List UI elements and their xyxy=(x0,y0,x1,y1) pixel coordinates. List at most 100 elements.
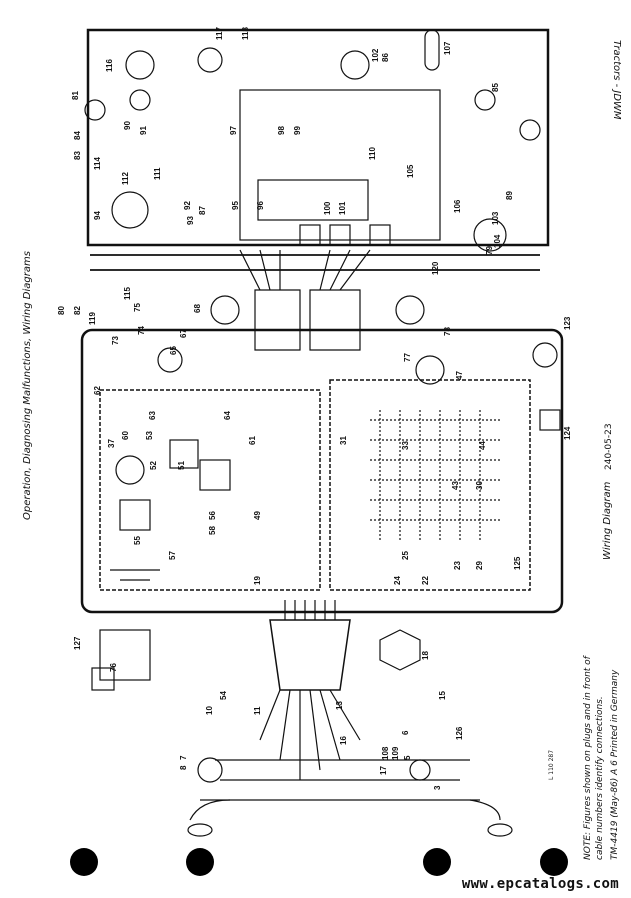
device-100 xyxy=(299,224,321,246)
label-104: 104 xyxy=(493,234,502,248)
label-103: 103 xyxy=(491,211,500,225)
label-125: 125 xyxy=(513,556,522,570)
device-118 xyxy=(111,191,149,229)
label-96: 96 xyxy=(256,201,265,210)
device-79 xyxy=(473,218,507,252)
label-109: 109 xyxy=(391,746,400,760)
label-64: 61 xyxy=(248,436,257,445)
upper-harness-frame xyxy=(86,28,550,247)
label-111: 111 xyxy=(153,167,162,180)
device-85 xyxy=(474,89,496,111)
label-108: 108 xyxy=(381,746,390,760)
relay-row xyxy=(257,179,369,221)
label-85: 85 xyxy=(491,83,500,92)
label-62: 63 xyxy=(148,411,157,420)
label-74: 74 xyxy=(137,326,146,335)
label-14: 13 xyxy=(335,701,344,710)
device-4 xyxy=(409,759,431,781)
label-87: 87 xyxy=(198,206,207,215)
label-12: 11 xyxy=(253,706,262,715)
device-105 xyxy=(369,224,391,246)
device-90 xyxy=(129,89,151,111)
label-88: 89 xyxy=(505,191,514,200)
label-11: 10 xyxy=(205,706,214,715)
label-81: 81 xyxy=(71,91,80,100)
label-86: 86 xyxy=(381,53,390,62)
label-48: 47 xyxy=(455,371,464,380)
right-rear-lamp xyxy=(487,823,513,837)
left-rear-lamp xyxy=(187,823,213,837)
label-100: 100 xyxy=(323,201,332,215)
label-23: 22 xyxy=(421,576,430,585)
label-66: 65 xyxy=(169,346,178,355)
watermark: www.epcatalogs.com xyxy=(461,876,619,892)
label-34: 33 xyxy=(401,441,410,450)
label-38: 37 xyxy=(107,439,116,448)
device-84-right xyxy=(519,119,541,141)
device-53 xyxy=(169,439,199,469)
device-67 xyxy=(157,347,183,373)
label-126: 126 xyxy=(455,726,464,740)
label-44: 43 xyxy=(451,481,460,490)
cab-roof-frame xyxy=(239,89,441,241)
label-106: 106 xyxy=(453,199,462,213)
label-99: 99 xyxy=(293,126,302,135)
label-69: 68 xyxy=(193,304,202,313)
left-console-panel xyxy=(99,389,321,591)
label-120: 120 xyxy=(431,261,440,275)
label-78: 78 xyxy=(443,327,452,336)
main-multiplug xyxy=(269,619,351,691)
label-31: 30 xyxy=(475,481,484,490)
punch-hole-2 xyxy=(186,848,214,876)
device-116 xyxy=(125,50,155,80)
punch-hole-4 xyxy=(540,848,568,876)
label-50: 49 xyxy=(253,511,262,520)
label-110: 110 xyxy=(368,147,377,160)
label-68: 67 xyxy=(179,329,188,338)
label-65: 62 xyxy=(93,386,102,395)
connector-block-right xyxy=(309,289,361,351)
label-117: 117 xyxy=(215,27,224,40)
device-101 xyxy=(329,224,351,246)
label-101: 101 xyxy=(338,201,347,215)
label-107: 107 xyxy=(443,41,452,55)
device-124 xyxy=(539,409,561,431)
device-107 xyxy=(424,29,440,71)
label-58: 57 xyxy=(168,551,177,560)
label-113: 115 xyxy=(123,287,132,300)
device-78 xyxy=(395,295,425,325)
label-7: 6 xyxy=(401,730,410,735)
label-8: 7 xyxy=(179,755,188,760)
label-18: 17 xyxy=(379,766,388,775)
connector-block-left xyxy=(254,289,301,351)
device-69 xyxy=(210,295,240,325)
right-console-panel xyxy=(329,379,531,591)
label-52: 51 xyxy=(177,461,186,470)
label-93: 93 xyxy=(186,216,195,225)
label-25: 24 xyxy=(393,576,402,585)
label-75: 75 xyxy=(133,303,142,312)
label-124: 124 xyxy=(563,426,572,440)
label-112: 112 xyxy=(121,172,130,185)
label-57: 56 xyxy=(208,511,217,520)
label-17: 16 xyxy=(339,736,348,745)
label-95: 95 xyxy=(231,201,240,210)
label-16: 15 xyxy=(438,691,447,700)
label-114: 114 xyxy=(93,157,102,170)
punch-hole-1 xyxy=(70,848,98,876)
label-105: 105 xyxy=(406,164,415,178)
label-30: 29 xyxy=(475,561,484,570)
label-94: 94 xyxy=(93,211,102,220)
label-55: 54 xyxy=(219,691,228,700)
label-32: 31 xyxy=(339,436,348,445)
label-92: 92 xyxy=(183,201,192,210)
device-49 xyxy=(415,355,445,385)
label-45: 44 xyxy=(478,441,487,450)
label-90: 90 xyxy=(123,121,132,130)
component-numbers: 116 117 118 107 102 86 81 84 83 85 90 91… xyxy=(57,27,572,790)
label-6: 5 xyxy=(403,755,412,760)
label-73: 73 xyxy=(111,336,120,345)
label-116: 116 xyxy=(105,59,114,72)
label-61: 60 xyxy=(121,431,130,440)
